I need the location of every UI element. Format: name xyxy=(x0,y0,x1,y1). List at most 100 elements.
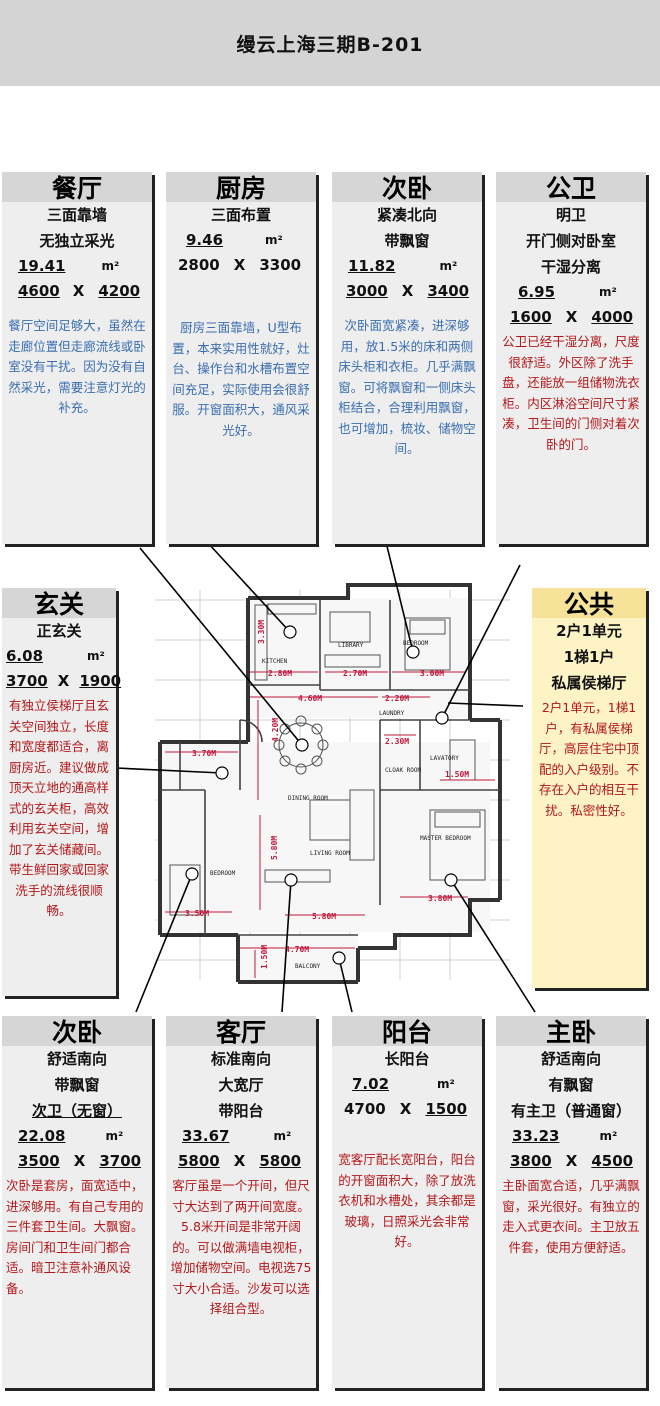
times-sign: X xyxy=(233,256,246,274)
room-feature: 三面靠墙 xyxy=(46,206,107,224)
dim-label: 2.80M xyxy=(268,669,292,678)
area-unit: m² xyxy=(101,259,120,273)
room-name: 阳台 xyxy=(332,1016,482,1047)
plan-label-master-bedroom: MASTER BEDROOM xyxy=(420,835,471,842)
width-value: 5800 xyxy=(178,1152,220,1170)
room-name: 餐厅 xyxy=(2,172,152,203)
times-sign: X xyxy=(565,1152,578,1170)
area-value: 6.95 xyxy=(518,283,556,301)
room-feature: 正玄关 xyxy=(36,622,82,640)
area-value: 33.67 xyxy=(182,1127,230,1145)
width-value: 1600 xyxy=(510,308,552,326)
plan-walls xyxy=(158,583,502,984)
depth-value: 3700 xyxy=(99,1152,142,1170)
area-value: 7.02 xyxy=(352,1075,390,1093)
area-unit: m² xyxy=(437,1077,455,1091)
plan-label-dining-room: DINING ROOM xyxy=(288,795,328,802)
plan-label-bedroom-south: BEDROOM xyxy=(210,870,236,877)
room-description: 厨房三面靠墙，U型布置，本来实用性就好，灶台、操作台和水槽布置空间充足，实际使用… xyxy=(172,320,310,438)
dimension-row: 3700 X 1900 xyxy=(2,669,121,694)
plan-dimension-lines xyxy=(165,671,495,978)
plan-dimension-text: 2.80M 2.70M 3.00M 4.60M 2.20M 3.70M 2.30… xyxy=(185,620,469,969)
room-feature-extra: 次卫（无窗） xyxy=(2,1098,152,1124)
times-sign: X xyxy=(399,1100,412,1118)
room-name: 玄关 xyxy=(2,588,116,619)
area-row: 6.95 m² xyxy=(496,280,646,305)
room-feature: 大宽厅 xyxy=(218,1076,264,1094)
dim-label: 1.50M xyxy=(260,945,269,969)
room-feature: 舒适南向 xyxy=(46,1050,107,1068)
depth-value: 3400 xyxy=(427,282,470,300)
dim-label: 4.60M xyxy=(298,694,322,703)
depth-value: 4000 xyxy=(591,308,634,326)
extra-text: 次卫（无窗） xyxy=(31,1102,122,1120)
room-description: 宽客厅配长宽阳台，阳台的开窗面积大，除了放洗衣机和水槽处，其余都是玻璃，日照采光… xyxy=(338,1152,476,1249)
room-name: 主卧 xyxy=(496,1016,646,1047)
area-unit: m² xyxy=(273,1129,292,1143)
width-value: 3000 xyxy=(346,282,388,300)
depth-value: 4200 xyxy=(98,282,141,300)
area-unit: m² xyxy=(599,285,617,299)
room-feature: 紧凑北向 xyxy=(376,206,437,224)
area-row: 9.46 m² xyxy=(166,228,316,253)
area-value: 9.46 xyxy=(186,231,224,249)
plan-room-labels: KITCHEN LIBRARY BEDROOM LAUNDRY CLOAK RO… xyxy=(210,640,471,970)
area-unit: m² xyxy=(87,649,105,663)
area-row: 6.08 m² xyxy=(2,644,116,669)
dim-label: 3.70M xyxy=(192,749,216,758)
depth-value: 3300 xyxy=(259,256,302,274)
width-value: 4700 xyxy=(344,1100,386,1118)
area-value: 6.08 xyxy=(6,647,44,665)
times-sign: X xyxy=(565,308,578,326)
panel-balcony: 阳台 长阳台 7.02 m² 4700 X 1500 宽客厅配长宽阳台，阳台的开窗面积… xyxy=(332,1016,482,1388)
room-description: 公卫已经干湿分离，尺度很舒适。外区除了洗手盘，还能放一组储物洗衣柜。内区淋浴空间… xyxy=(502,334,640,452)
dim-label: 2.30M xyxy=(385,737,409,746)
dim-label: 4.20M xyxy=(271,718,280,742)
plan-label-bedroom-north: BEDROOM xyxy=(403,640,429,647)
area-value: 19.41 xyxy=(18,257,66,275)
area-row: 19.41 m² xyxy=(2,254,152,279)
depth-value: 1500 xyxy=(425,1100,468,1118)
dim-label: 2.70M xyxy=(343,669,367,678)
room-feature: 三面布置 xyxy=(210,206,271,224)
room-name: 客厅 xyxy=(166,1016,316,1047)
plan-label-lavatory: LAVATORY xyxy=(430,755,459,762)
width-value: 3700 xyxy=(6,672,48,690)
room-description: 次卧是套房，面宽适中，进深够用。有自己专用的三件套卫生间。大飘窗。房间门和卫生间… xyxy=(6,1178,144,1296)
room-feature: 明卫 xyxy=(555,206,586,224)
plan-label-laundry: LAUNDRY xyxy=(379,710,405,717)
room-feature: 长阳台 xyxy=(384,1050,430,1068)
plan-label-living-room: LIVING ROOM xyxy=(310,850,350,857)
room-feature: 无独立采光 xyxy=(39,232,115,250)
plan-label-balcony: BALCONY xyxy=(295,963,321,970)
dim-label: 3.00M xyxy=(420,669,444,678)
plan-furniture xyxy=(169,603,486,916)
dim-label: 4.70M xyxy=(285,945,309,954)
area-unit: m² xyxy=(439,259,458,273)
area-row: 11.82 m² xyxy=(332,254,482,279)
depth-value: 1900 xyxy=(79,672,122,690)
room-name: 公卫 xyxy=(496,172,646,203)
room-feature: 有飘窗 xyxy=(548,1076,594,1094)
times-sign: X xyxy=(57,672,70,690)
room-feature: 带飘窗 xyxy=(54,1076,100,1094)
dim-label: 5.80M xyxy=(312,912,336,921)
room-feature: 标准南向 xyxy=(210,1050,271,1068)
dim-label: 1.50M xyxy=(445,770,469,779)
depth-value: 4500 xyxy=(591,1152,634,1170)
area-unit: m² xyxy=(265,233,283,247)
room-description: 主卧面宽合适，几乎满飘窗，采光很好。有独立的走入式更衣间。主卫放五件套，使用方便… xyxy=(502,1178,640,1255)
area-value: 11.82 xyxy=(348,257,396,275)
area-value: 22.08 xyxy=(18,1127,66,1145)
plan-label-library: LIBRARY xyxy=(338,642,364,649)
dim-label: 3.80M xyxy=(428,894,452,903)
